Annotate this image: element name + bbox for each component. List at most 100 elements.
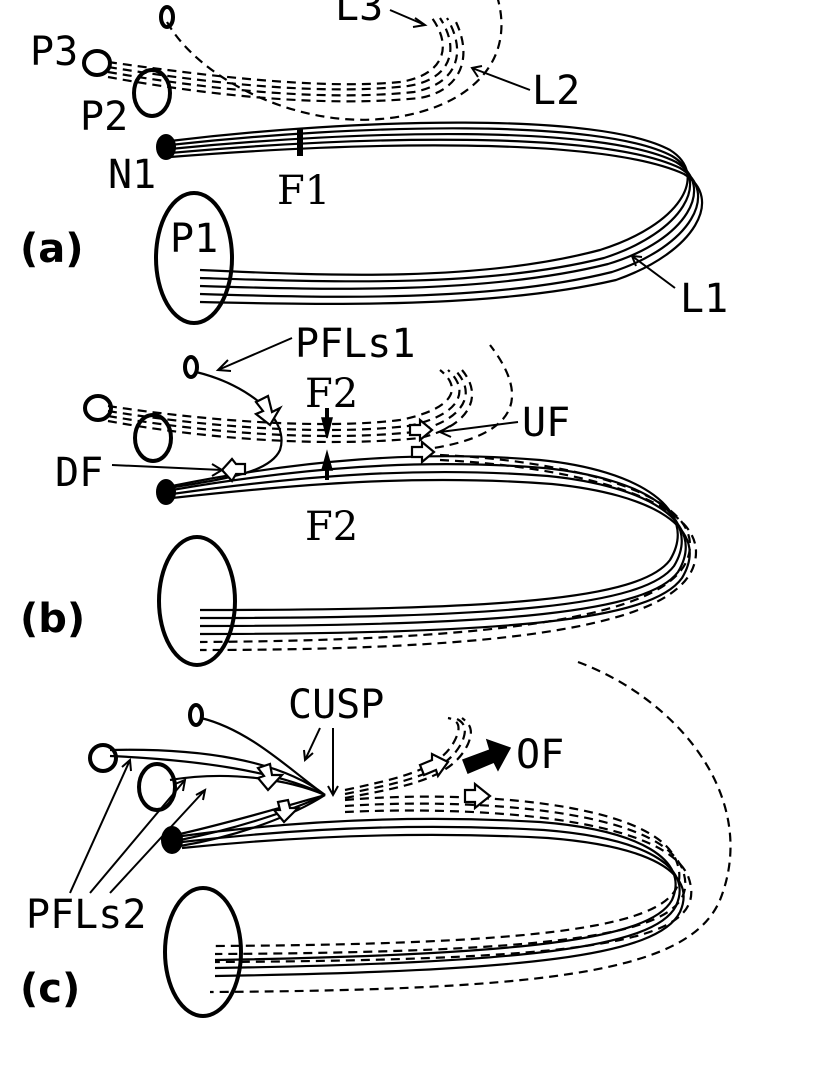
label-of: OF [516,732,564,778]
footpoint-p2-b [133,413,173,463]
label-cusp: CUSP [288,682,384,728]
label-l3: L3 [335,0,383,30]
pointer-pfls2-3-head [195,788,207,801]
footpoint-p3-b [83,394,113,422]
f2-marker-top-stem [325,408,329,420]
pointer-uf-head [437,425,452,438]
pointer-pfls2-1 [69,759,131,894]
main-loop-b-2 [171,463,683,620]
pointer-cusp-1-head [303,749,314,763]
hollow-arrow-uf-top [408,417,434,443]
pointer-cusp-1 [304,727,321,761]
label-p3: P3 [30,29,78,75]
hollow-arrow-c-1 [256,762,285,792]
hollow-arrow-c-3 [418,752,450,779]
panel-label-b: (b) [20,596,85,642]
footpoint-p1-c [163,886,243,1018]
footpoint-p3-c [88,743,118,773]
loop-l2 [166,0,503,121]
pointer-cusp-2-head [327,785,339,798]
pointer-l3-head [412,17,428,28]
main-loop-c-2 [181,825,681,970]
cusp-line-1 [109,748,326,796]
panel-a: P3 P2 N1 F1 P1 L3 L2 L1 (a) [20,0,728,325]
main-loop-c-dash2 [214,802,687,956]
of-arrow [462,738,512,774]
pointer-pfls1-head [215,359,232,372]
pfls1-line [174,370,283,489]
panel-label-a: (a) [20,226,84,272]
main-loop-b-4 [171,478,691,636]
pointer-pfls2-3 [109,789,206,894]
main-loop-b-dash2 [199,458,698,652]
footpoint-top-a [159,5,175,29]
main-loop-c-1 [181,817,677,962]
loop-l1-5 [169,144,704,305]
label-pfls2: PFLs2 [26,892,146,938]
footpoint-n1-c [161,826,183,854]
main-loop-c-dash3 [214,809,693,964]
pointer-l2-head [470,65,483,78]
outer-dash-b [419,344,513,452]
footpoint-p1-a [154,191,234,325]
pointer-l1-head [630,254,643,267]
loop-l1-1 [169,121,689,276]
f2-marker-bottom-stem [325,468,329,480]
pointer-l2 [471,67,531,91]
outer-dash-c [209,660,732,994]
hollow-arrow-c-4 [463,781,492,811]
pointer-df [111,464,223,471]
hollow-arrow-uf-bottom [410,439,436,465]
main-loop-b-3 [171,470,687,628]
f1-marker [297,128,303,156]
label-n1: N1 [108,152,156,198]
of-dash-2 [344,716,466,796]
label-uf: UF [522,400,570,446]
hollow-arrow-pfls1 [253,394,283,427]
label-l2: L2 [532,68,580,114]
main-loop-c-3 [181,833,685,978]
pointer-pfls2-2-head [174,778,187,792]
label-p1: P1 [170,216,218,262]
hollow-arrow-c-2 [271,798,301,824]
footpoint-p2-c [137,762,177,812]
upper-dash-2 [107,369,461,432]
loop-l3-1 [107,17,444,86]
panel-c: CUSP OF PFLs2 (c) [20,660,732,1018]
footpoint-n1-a [156,134,176,160]
panel-b: PFLs1 F2 F2 UF DF (b) [20,321,698,667]
pointer-pfls2-1-head [121,757,132,772]
loop-l3-2 [107,17,452,91]
loop-l3-3 [107,17,459,97]
cusp-line-4 [200,716,326,796]
hollow-arrow-df [220,457,247,483]
footpoint-top-c [188,703,204,727]
loop-l1-2 [169,127,692,283]
label-f2-bottom: F2 [305,504,358,550]
pointer-pfls2-2 [89,779,186,894]
upper-dash-1 [107,369,453,426]
pointer-l3 [389,9,426,26]
footpoint-top-b [183,355,199,379]
cusp-line-5 [179,793,326,836]
label-pfls1: PFLs1 [295,321,415,367]
cusp-line-6 [179,793,326,842]
label-df: DF [55,450,103,496]
footpoint-p1-b [157,535,237,667]
label-l1: L1 [680,276,728,322]
pointer-df-head [211,463,224,477]
label-f2-top: F2 [305,371,358,417]
cusp-line-2 [109,754,326,796]
panel-label-c: (c) [20,966,80,1012]
pointer-uf [439,421,519,433]
pointer-pfls1 [217,337,293,371]
label-f1: F1 [277,168,330,214]
of-dash-1 [344,716,460,792]
upper-dash-4 [107,369,474,444]
footpoint-n1-b [156,479,176,505]
loop-l1-3 [169,132,696,290]
main-loop-b-dash1 [199,453,692,644]
cusp-line-7 [179,794,326,848]
